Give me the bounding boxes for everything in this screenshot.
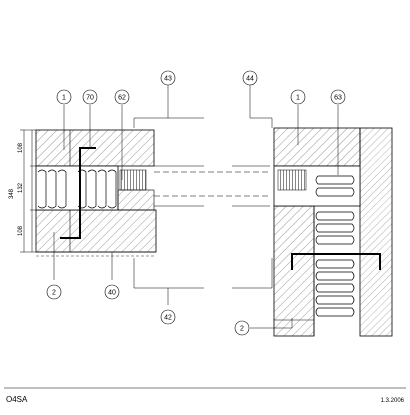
right-corrugated-insulation bbox=[315, 175, 355, 317]
callout-center-42: 42 bbox=[160, 309, 176, 325]
svg-text:62: 62 bbox=[118, 95, 126, 102]
right-wall-section bbox=[273, 127, 393, 337]
dimension-middle: 132 bbox=[18, 182, 24, 193]
drawing-code: O4SA bbox=[6, 395, 28, 404]
svg-text:40: 40 bbox=[108, 290, 116, 297]
svg-text:1: 1 bbox=[62, 95, 66, 102]
svg-text:1: 1 bbox=[296, 95, 300, 102]
callout-left-1: 1 bbox=[56, 89, 72, 105]
callout-bubbles: 1 70 62 43 44 1 63 2 bbox=[46, 70, 346, 336]
right-outer-wall bbox=[359, 127, 393, 337]
dimension-bottom: 108 bbox=[18, 225, 24, 236]
right-reinforcement-bar bbox=[291, 253, 381, 270]
callout-right-63: 63 bbox=[330, 89, 346, 105]
left-inner-block bbox=[117, 189, 155, 211]
svg-text:42: 42 bbox=[164, 315, 172, 322]
callout-left-2: 2 bbox=[46, 284, 62, 300]
svg-text:2: 2 bbox=[52, 290, 56, 297]
left-slat-block bbox=[119, 169, 147, 191]
callout-left-62: 62 bbox=[114, 89, 130, 105]
callout-center-44: 44 bbox=[242, 70, 258, 86]
dimension-lines bbox=[20, 129, 36, 253]
drawing-date: 1.3.2006 bbox=[381, 398, 405, 404]
left-insulation-band bbox=[35, 165, 119, 211]
dimension-top: 108 bbox=[18, 142, 24, 153]
left-bottom-slab bbox=[35, 209, 157, 253]
right-inner-wall bbox=[273, 205, 315, 337]
svg-text:43: 43 bbox=[164, 76, 172, 83]
center-joint-lines bbox=[154, 165, 270, 207]
svg-text:63: 63 bbox=[334, 95, 342, 102]
callout-left-40: 40 bbox=[104, 284, 120, 300]
left-wall-section bbox=[35, 129, 157, 257]
right-slat-block bbox=[277, 169, 307, 191]
svg-text:2: 2 bbox=[240, 326, 244, 333]
right-top-slab bbox=[273, 127, 361, 167]
svg-text:70: 70 bbox=[86, 95, 94, 102]
callout-leaders bbox=[53, 85, 339, 329]
callout-right-2: 2 bbox=[234, 320, 250, 336]
left-reinforcement-bar bbox=[60, 147, 96, 239]
callout-center-43: 43 bbox=[160, 70, 176, 86]
callout-right-1: 1 bbox=[290, 89, 306, 105]
callout-left-70: 70 bbox=[82, 89, 98, 105]
dimension-total: 348 bbox=[9, 188, 15, 199]
svg-text:44: 44 bbox=[246, 76, 254, 83]
